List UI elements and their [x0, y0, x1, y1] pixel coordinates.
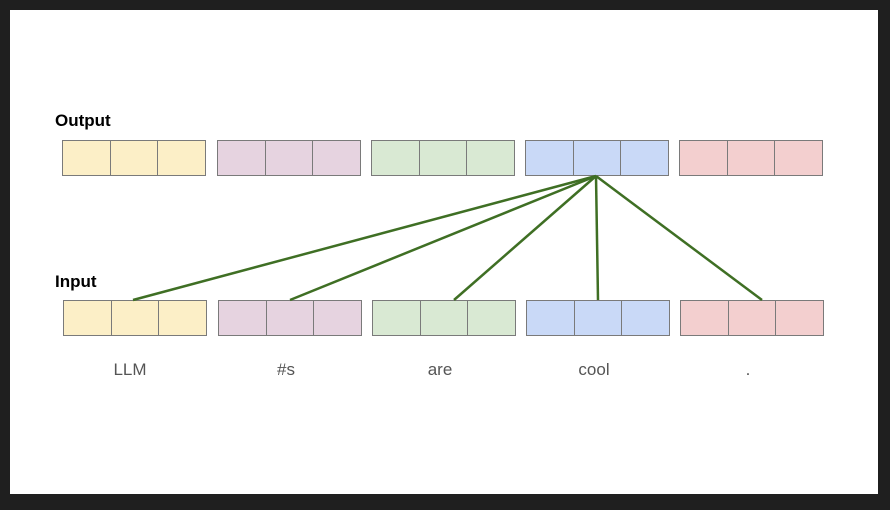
attention-line-3: [594, 175, 600, 301]
input-vector-2: [372, 300, 516, 336]
output-label: Output: [55, 111, 111, 130]
output-cell: [218, 141, 266, 175]
output-vector-1: [217, 140, 361, 176]
input-cell: [64, 301, 112, 335]
input-cell: [267, 301, 315, 335]
input-cell: [527, 301, 575, 335]
attention-line-4: [595, 174, 763, 302]
output-cell: [574, 141, 622, 175]
input-cell: [575, 301, 623, 335]
attention-line-2: [453, 175, 597, 301]
output-cell: [111, 141, 159, 175]
input-vector-3: [526, 300, 670, 336]
output-cell: [728, 141, 776, 175]
token-label-1: #s: [277, 360, 295, 379]
diagram-canvas: Output Input: [10, 10, 878, 494]
output-cell: [266, 141, 314, 175]
input-cell: [681, 301, 729, 335]
input-vector-1: [218, 300, 362, 336]
output-vector-2: [371, 140, 515, 176]
input-cell: [373, 301, 421, 335]
output-vector-4: [679, 140, 823, 176]
attention-line-0: [132, 174, 597, 302]
attention-lines: [132, 174, 763, 302]
output-vector-0: [62, 140, 206, 176]
input-cell: [112, 301, 160, 335]
output-cell: [420, 141, 468, 175]
output-cell: [680, 141, 728, 175]
attention-line-1: [289, 174, 597, 302]
input-label: Input: [55, 272, 97, 291]
input-vector-0: [63, 300, 207, 336]
token-label-3: cool: [578, 360, 610, 379]
output-cell: [63, 141, 111, 175]
input-cell: [421, 301, 469, 335]
input-vector-4: [680, 300, 824, 336]
output-cell: [526, 141, 574, 175]
output-cell: [372, 141, 420, 175]
token-label-0: LLM: [113, 360, 147, 379]
input-cell: [219, 301, 267, 335]
token-label-4: .: [745, 360, 751, 379]
token-label-2: are: [427, 360, 453, 379]
input-cell: [729, 301, 777, 335]
